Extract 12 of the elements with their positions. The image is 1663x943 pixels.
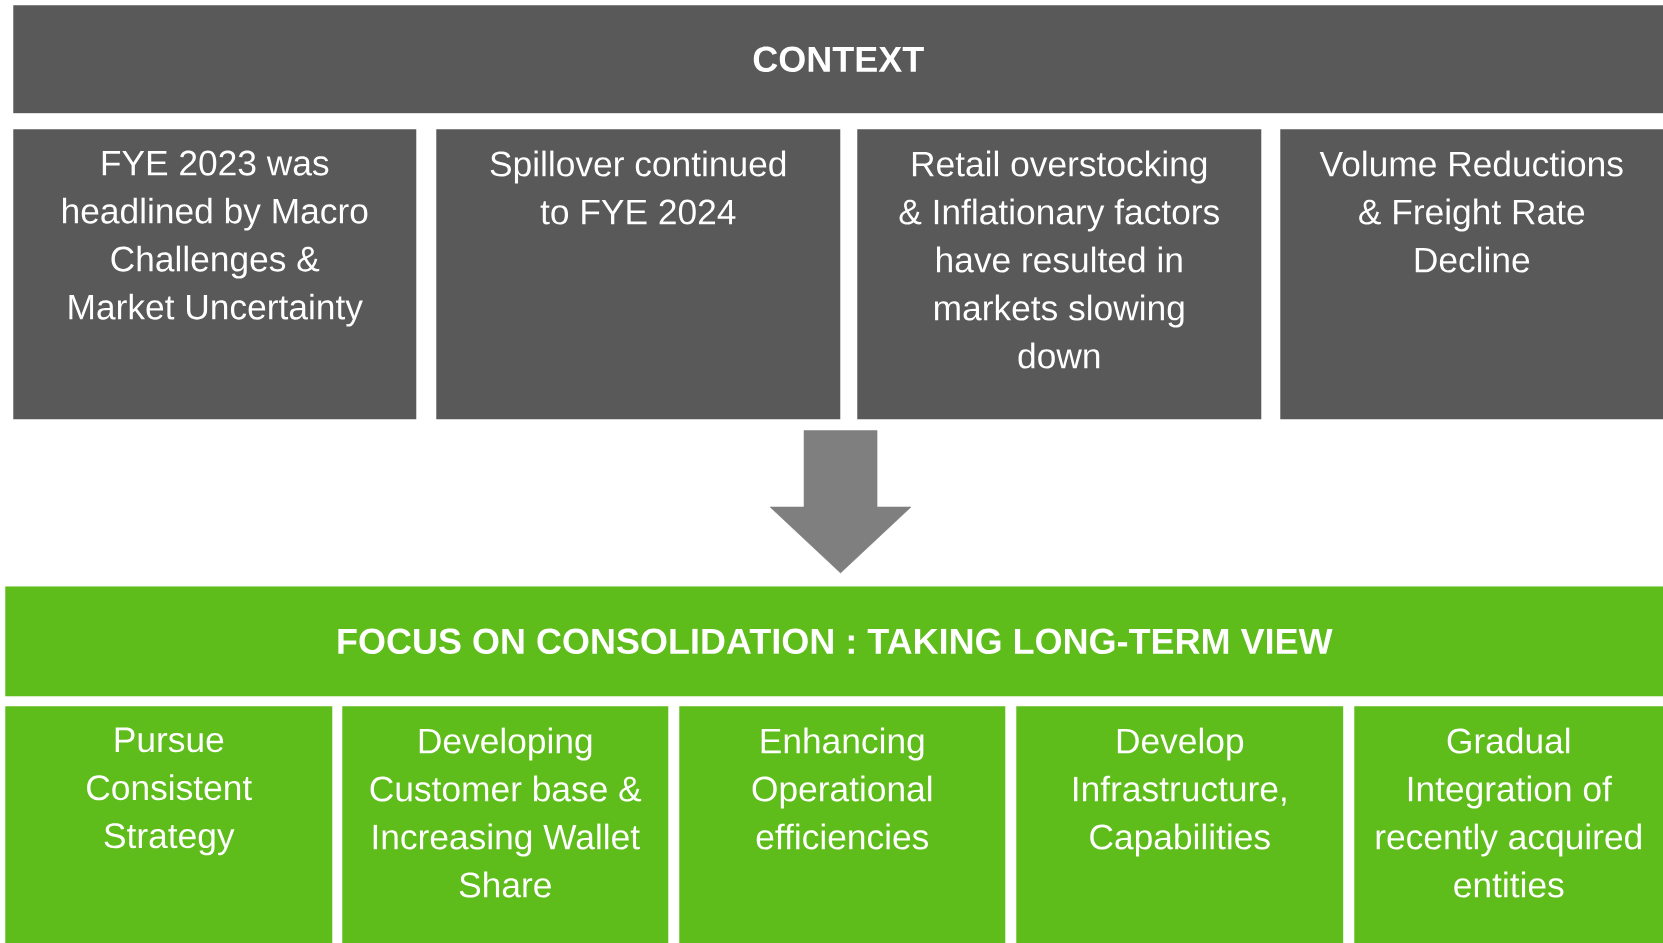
text-box: Developing Customer base & Increasing Wallet Share (342, 706, 669, 943)
text-box: Develop Infrastructure, Capabilities (1016, 706, 1344, 943)
header-bar: CONTEXT (13, 5, 1663, 114)
text-box: Volume Reductions & Freight Rate Decline (1280, 129, 1663, 420)
text-box: Spillover continued to FYE 2024 (436, 129, 841, 420)
text-box: Retail overstocking & Inflationary factors have resulted in markets slowing down (857, 129, 1262, 420)
text-box: Enhancing Operational efficiencies (679, 706, 1006, 943)
header-bar: FOCUS ON CONSOLIDATION : TAKING LONG-TERM VIEW (5, 586, 1663, 697)
text-box: Pursue Consistent Strategy (5, 706, 333, 943)
text-box: Gradual Integration of recently acquired entities (1354, 706, 1663, 943)
arrow (769, 430, 912, 574)
text-box: FYE 2023 was headlined by Macro Challenges & Market Uncertainty (13, 129, 417, 420)
